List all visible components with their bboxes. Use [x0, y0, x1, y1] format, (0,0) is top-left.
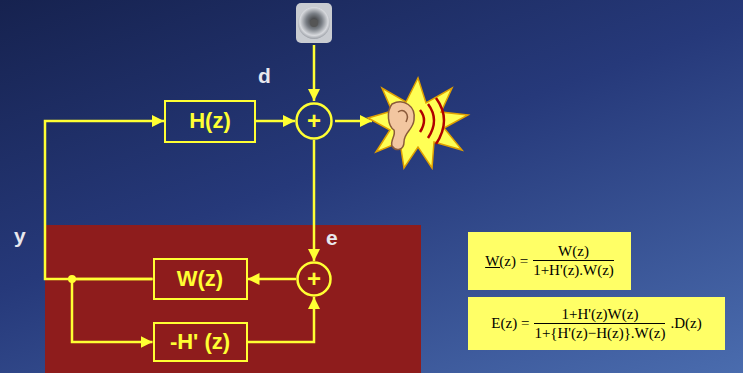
text-group: E(z) = 1+H'(z)W(z)1+{H'(z)−H(z)}.W(z) .D(z… [491, 306, 701, 342]
junction-circle [297, 104, 332, 139]
sum-junction: + [295, 102, 333, 140]
text-group: H(z) [189, 108, 231, 134]
output-arrow [335, 120, 372, 123]
text-group: -H' (z) [170, 329, 230, 355]
signal-connector [256, 120, 295, 123]
block-label: H(z) [189, 108, 231, 134]
numerator: 1+H'(z)W(z) [561, 306, 638, 323]
signal-label: d [258, 64, 271, 88]
disturbance-arrow [313, 45, 316, 101]
denominator: 1+H'(z).W(z) [533, 260, 614, 279]
model-box: -H' (z) [153, 322, 248, 362]
filter-box: W(z) [153, 258, 248, 300]
signal-connector [248, 297, 315, 342]
sum-sign: + [307, 265, 321, 293]
formula-factor: .D(z) [670, 315, 701, 332]
signal-connector [248, 278, 297, 281]
text-group: W(z) = W(z)1+H'(z).W(z) [485, 243, 614, 279]
text-group: + [307, 265, 321, 293]
signal-connector [72, 279, 153, 342]
denominator: 1+{H'(z)−H(z)}.W(z) [534, 323, 665, 342]
block-label: W(z) [177, 266, 223, 292]
plant-box: H(z) [164, 100, 256, 143]
signal-connector [45, 121, 164, 279]
text-group: W(z) [177, 266, 223, 292]
fraction: W(z)1+H'(z).W(z) [533, 243, 614, 279]
sum-sign: + [307, 107, 321, 135]
signal-label: e [326, 226, 338, 250]
fraction: 1+H'(z)W(z)1+{H'(z)−H(z)}.W(z) [534, 306, 665, 342]
formula-lhs: W(z) = [485, 253, 528, 270]
junction-circle [298, 263, 331, 296]
sum-junction: + [296, 261, 332, 297]
controller-panel [45, 225, 421, 373]
signal-label: y [14, 224, 26, 248]
formula-box: E(z) = 1+H'(z)W(z)1+{H'(z)−H(z)}.W(z) .D(z… [468, 297, 725, 350]
text-group: + [307, 107, 321, 135]
engine-icon [296, 3, 332, 43]
formula-lhs: E(z) = [491, 315, 529, 332]
numerator: W(z) [558, 243, 589, 260]
signal-connector [313, 140, 316, 261]
formula-box: W(z) = W(z)1+H'(z).W(z) [468, 232, 631, 290]
block-label: -H' (z) [170, 329, 230, 355]
ear-noise-icon [368, 78, 468, 168]
